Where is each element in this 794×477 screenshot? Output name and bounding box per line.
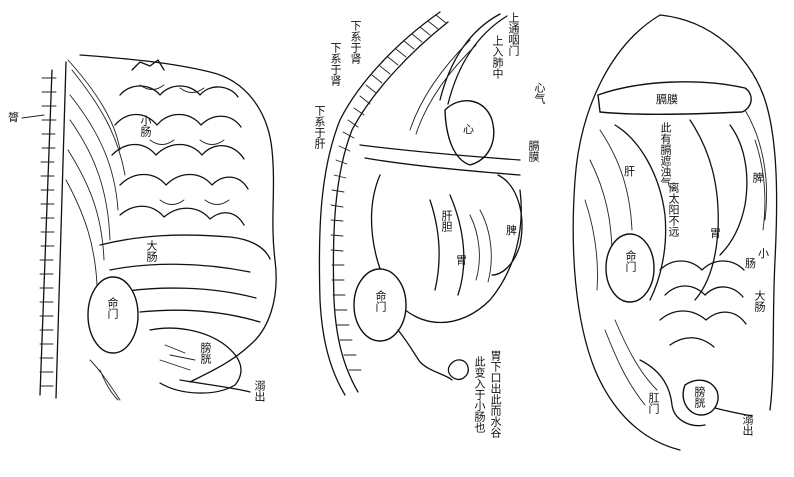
label-diaphragm-3: 膈膜 bbox=[656, 93, 678, 106]
panel-2-mingmen-organ bbox=[353, 268, 407, 342]
panel-2-figure bbox=[318, 11, 523, 396]
panel-2-heart-organ bbox=[444, 100, 495, 166]
panel-1-spine bbox=[39, 61, 67, 399]
label-anus: 肛门 bbox=[647, 392, 660, 414]
label-bladder-1: 膀胱 bbox=[199, 342, 212, 364]
label-stomach-2: 胃 bbox=[456, 254, 467, 267]
label-heart-qi: 心气 bbox=[533, 82, 546, 104]
label-urine-out-3: 溺出 bbox=[741, 414, 754, 436]
label-upper-lung: 上入肺中 bbox=[491, 35, 504, 79]
label-large-intestine-3: 大肠 bbox=[753, 290, 766, 312]
panel-3-figure bbox=[572, 14, 778, 451]
label-spleen-3: 脾 bbox=[751, 172, 764, 183]
label-large-intestine: 大肠 bbox=[145, 240, 158, 262]
label-diaphragm-2: 膈膜 bbox=[527, 140, 540, 162]
label-liver-3: 肝 bbox=[624, 165, 635, 178]
label-small-3: 小 bbox=[758, 247, 769, 260]
label-heart: 心 bbox=[463, 123, 474, 136]
label-stomach-bottom-2: 此变入于小肠也 bbox=[473, 356, 486, 433]
label-down-kidney-2: 下系于肾 bbox=[329, 42, 342, 86]
label-mingmen-2: 命门 bbox=[374, 290, 387, 312]
panel-1-mingmen-organ bbox=[87, 276, 139, 354]
label-urine-out-1: 溺出 bbox=[253, 380, 266, 402]
panel-3-mingmen-organ bbox=[605, 233, 655, 303]
label-stomach-bottom: 胃下口出此而水谷 bbox=[489, 350, 502, 438]
panel-3-diaphragm bbox=[597, 81, 752, 116]
label-vertical-note-1: 此有膈遮浊气 bbox=[659, 122, 672, 188]
label-small-intestine: 小肠 bbox=[139, 115, 152, 137]
label-intestine-3: 肠 bbox=[745, 257, 756, 270]
label-spleen-2: 脾 bbox=[506, 224, 517, 237]
panel-1-figure bbox=[21, 54, 277, 401]
label-mingmen-3: 命门 bbox=[624, 250, 637, 272]
label-mingmen-1: 命门 bbox=[106, 297, 119, 319]
label-stomach-3: 胃 bbox=[710, 227, 721, 240]
label-upper-throat: 上通咽门 bbox=[507, 12, 520, 56]
label-down-liver: 下系于肝 bbox=[313, 105, 326, 149]
label-vertical-note-2: 离太阳不远 bbox=[667, 182, 680, 237]
label-spine: 膂 bbox=[8, 111, 19, 124]
label-bladder-3: 膀胱 bbox=[693, 386, 706, 408]
label-liver-gb: 肝胆 bbox=[440, 210, 453, 232]
label-down-kidney-1: 下系于肾 bbox=[349, 20, 362, 64]
